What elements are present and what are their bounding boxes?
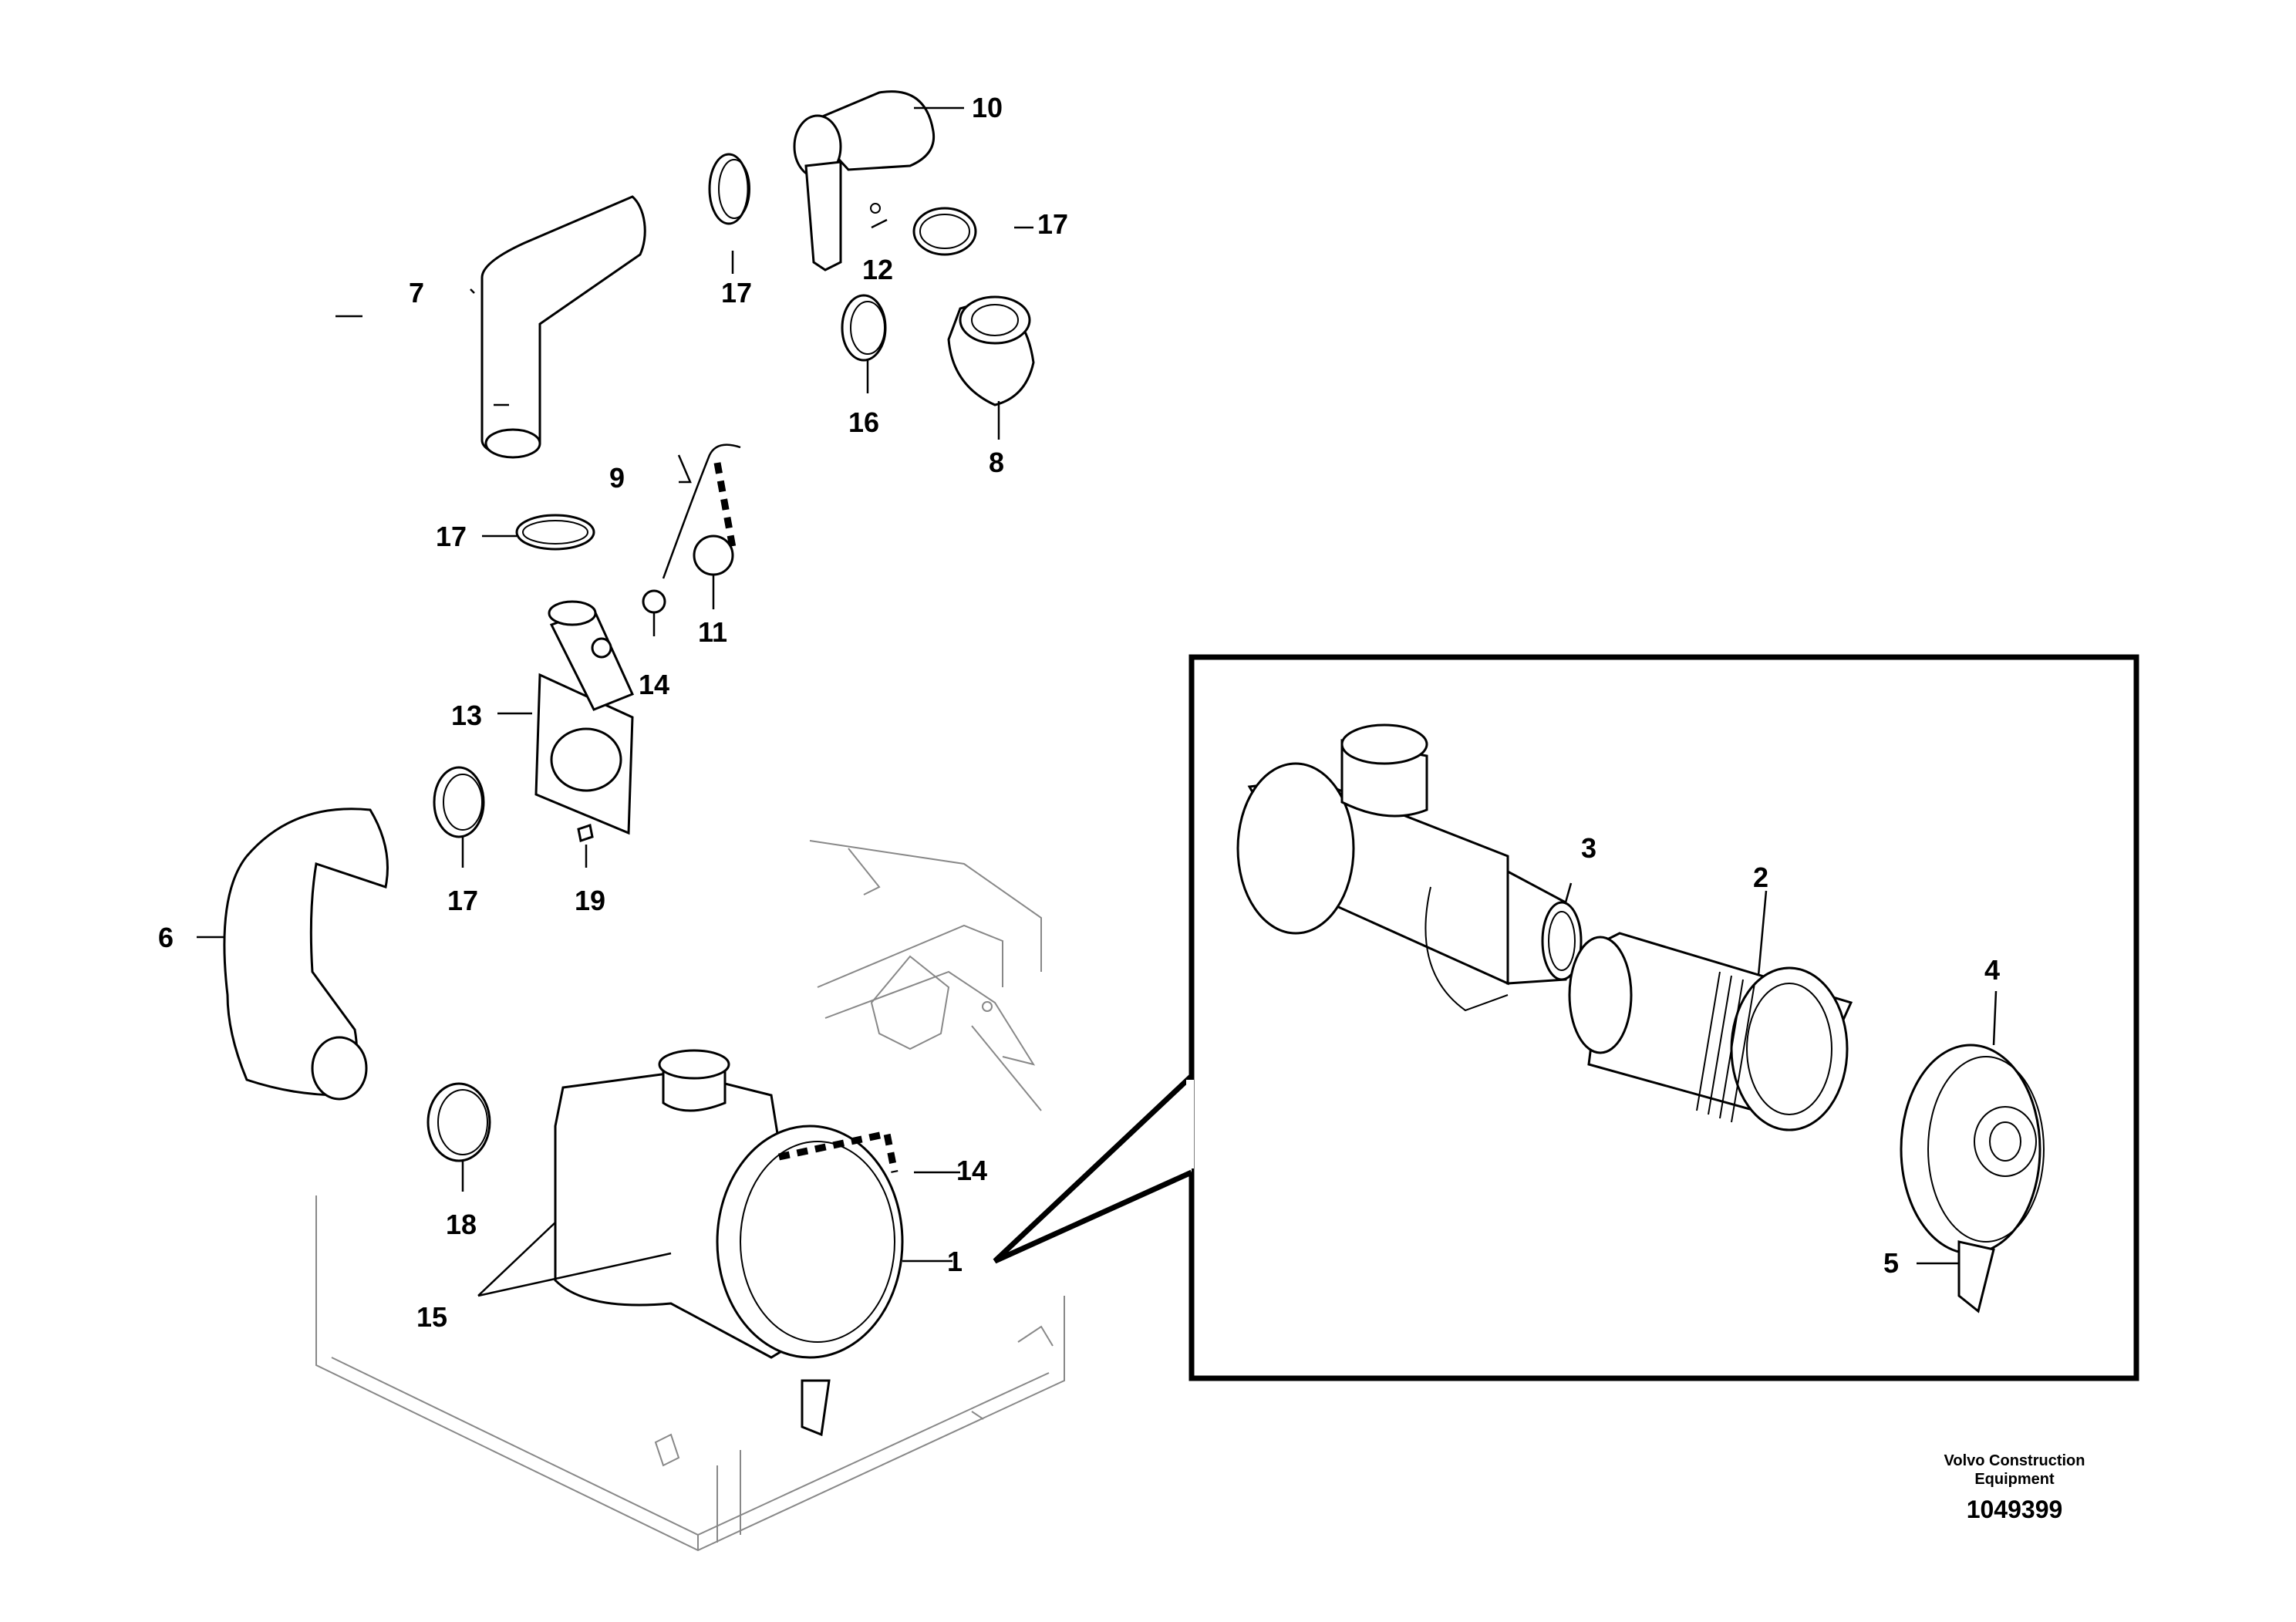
leader-lines (197, 106, 1998, 1297)
mounting-bracket (809, 840, 1042, 1111)
footer: Volvo Construction Equipment 1049399 (1944, 1452, 2085, 1523)
part-16-clamp (841, 294, 887, 362)
company-line-1: Volvo Construction (1944, 1452, 2085, 1469)
callout-11: 11 (698, 616, 727, 648)
engine-frame (315, 1195, 1065, 1552)
callout-18: 18 (446, 1209, 477, 1240)
part-18-clamp (426, 1082, 491, 1162)
callout-12: 12 (862, 254, 893, 285)
drawing-number: 1049399 (1967, 1496, 2063, 1523)
detail-inset (993, 654, 2139, 1381)
callout-1: 1 (947, 1246, 963, 1277)
part-10-rain-cap (793, 90, 936, 271)
callout-4: 4 (1984, 954, 2000, 986)
callout-17-mid: 17 (436, 521, 467, 552)
part-19-screw (577, 824, 594, 842)
callout-17-top: 17 (721, 277, 752, 309)
callout-13: 13 (451, 700, 482, 731)
callout-17-lower: 17 (447, 885, 478, 916)
callout-10: 10 (972, 92, 1003, 123)
part-17-clamp-top (708, 153, 750, 225)
part-1-air-filter (554, 1049, 904, 1437)
callout-9: 9 (609, 462, 625, 494)
callout-3: 3 (1581, 832, 1596, 864)
part-9-hose (662, 443, 741, 579)
callout-2: 2 (1753, 862, 1768, 893)
callout-labels: 10 17 17 12 7 16 8 9 17 11 14 13 17 19 6… (158, 92, 2000, 1333)
part-11-indicator (693, 534, 734, 576)
part-8-reducer (947, 295, 1035, 406)
part-17-clamp-lower (433, 766, 485, 838)
part-17-clamp-mid (515, 514, 595, 551)
callout-15: 15 (416, 1301, 447, 1333)
company-line-2: Equipment (1974, 1471, 2055, 1488)
callout-16: 16 (848, 406, 879, 438)
part-14-fitting (642, 589, 666, 614)
callout-17-right: 17 (1037, 208, 1068, 240)
part-7-upper-hose (480, 195, 646, 459)
part-13-inlet-adapter (534, 600, 635, 835)
callout-19: 19 (575, 885, 605, 916)
part-6-lower-hose (223, 808, 389, 1101)
callout-7: 7 (409, 277, 424, 309)
part-17-clamp-right (912, 207, 977, 256)
callout-14-lower: 14 (956, 1155, 987, 1186)
callout-8: 8 (989, 447, 1004, 478)
callout-6: 6 (158, 922, 174, 953)
callout-5: 5 (1883, 1247, 1899, 1279)
callout-14-top: 14 (639, 669, 669, 700)
